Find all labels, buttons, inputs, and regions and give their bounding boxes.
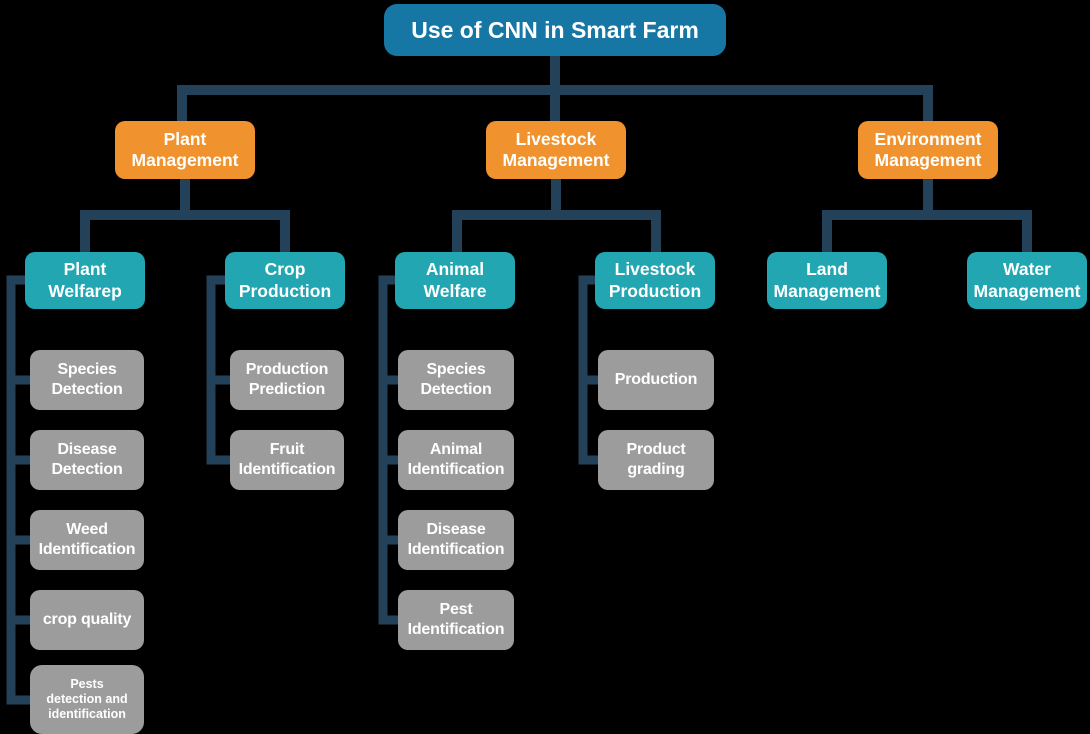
- node-plant-welfarep: Plant Welfarep: [25, 252, 145, 309]
- node-product-grading: Product grading: [598, 430, 714, 490]
- connector-plant-subtree: [80, 173, 290, 257]
- node-fruit-identification: Fruit Identification: [230, 430, 344, 490]
- rail-animal-welfare: [378, 275, 405, 625]
- node-disease-identification: Disease Identification: [398, 510, 514, 570]
- node-plant-species-detection: Species Detection: [30, 350, 144, 410]
- node-production-prediction: Production Prediction: [230, 350, 344, 410]
- node-animal-species-detection: Species Detection: [398, 350, 514, 410]
- node-production: Production: [598, 350, 714, 410]
- rail-livestock-production: [578, 275, 607, 465]
- node-title: Use of CNN in Smart Farm: [384, 4, 726, 56]
- node-plant-management: Plant Management: [115, 121, 255, 179]
- node-water-management: Water Management: [967, 252, 1087, 309]
- node-livestock-production: Livestock Production: [595, 252, 715, 309]
- node-animal-identification: Animal Identification: [398, 430, 514, 490]
- connector-livestock-subtree: [452, 173, 661, 257]
- rail-plant-welfare: [6, 275, 37, 705]
- node-livestock-management: Livestock Management: [486, 121, 626, 179]
- node-crop-production: Crop Production: [225, 252, 345, 309]
- node-animal-welfare: Animal Welfare: [395, 252, 515, 309]
- connector-environment-subtree: [822, 173, 1032, 257]
- node-pests-detection-and-identification: Pests detection and identification: [30, 665, 144, 734]
- rail-crop-production: [206, 275, 237, 465]
- node-environment-management: Environment Management: [858, 121, 998, 179]
- node-disease-detection: Disease Detection: [30, 430, 144, 490]
- node-weed-identification: Weed Identification: [30, 510, 144, 570]
- node-pest-identification: Pest Identification: [398, 590, 514, 650]
- node-land-management: Land Management: [767, 252, 887, 309]
- node-crop-quality: crop quality: [30, 590, 144, 650]
